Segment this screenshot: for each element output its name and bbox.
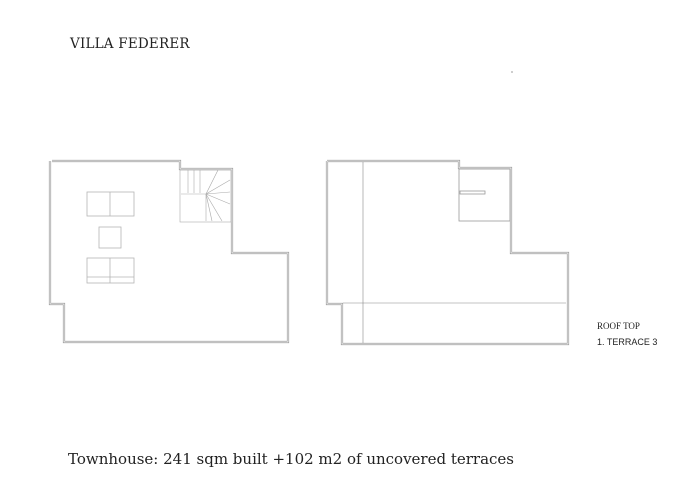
furniture — [86, 191, 135, 284]
sofa — [86, 257, 135, 284]
floor-plan-left — [48, 159, 290, 344]
plan-label: ROOF TOP — [597, 321, 640, 331]
dimension-lines — [343, 162, 566, 343]
stair-opening — [458, 168, 511, 222]
coffee-table — [98, 226, 122, 249]
floor-plan-right — [325, 159, 570, 346]
caption: Townhouse: 241 sqm built +102 m2 of unco… — [68, 450, 515, 468]
sofa — [86, 191, 135, 217]
inner-wall — [49, 160, 289, 343]
document-title: VILLA FEDERER — [70, 36, 190, 52]
outer-wall — [48, 159, 290, 344]
dot-mark — [511, 71, 513, 73]
stair-rail — [459, 190, 486, 195]
inner-wall — [326, 160, 569, 345]
staircase — [179, 169, 232, 223]
plan-sublabel: 1. TERRACE 3 — [597, 337, 658, 347]
